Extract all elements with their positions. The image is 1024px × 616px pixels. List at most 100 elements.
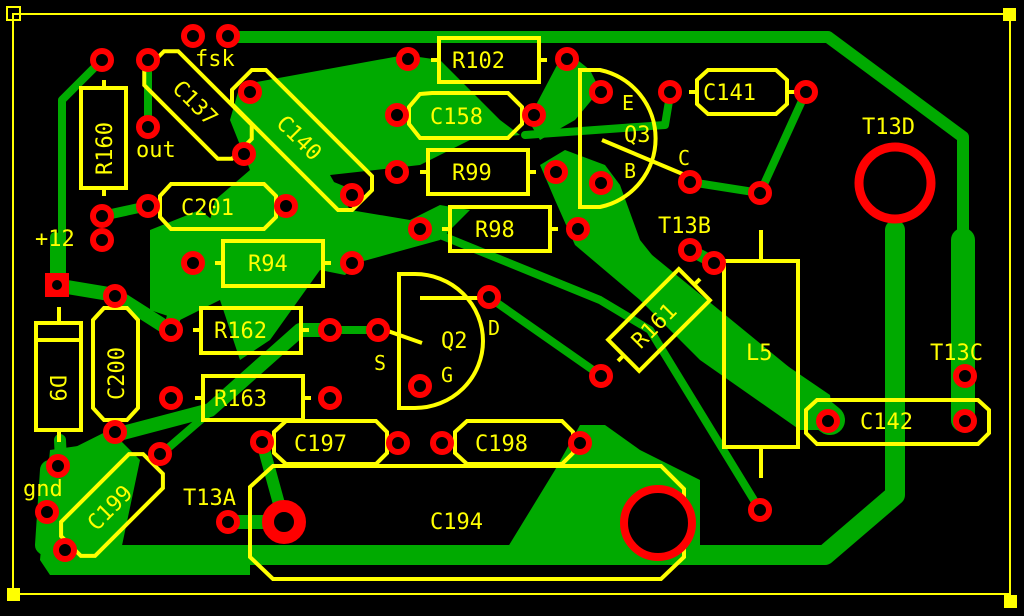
pad[interactable] [566,217,590,241]
pad[interactable] [318,386,342,410]
pad[interactable] [103,420,127,444]
capacitor-c197[interactable]: C197 [272,419,389,466]
pad[interactable] [250,430,274,454]
label-c141: C141 [703,81,756,106]
pad[interactable] [159,386,183,410]
pad[interactable] [136,48,160,72]
pad[interactable] [748,498,772,522]
pad[interactable] [159,318,183,342]
pad[interactable] [589,171,613,195]
pad[interactable] [216,510,240,534]
pad[interactable] [136,115,160,139]
corner-marker-tr [1003,8,1016,21]
pad[interactable] [181,251,205,275]
pin-q3-e: E [622,91,634,115]
capacitor-c158[interactable]: C158 [407,91,524,140]
pad[interactable] [340,183,364,207]
label-l5: L5 [746,341,773,366]
pad[interactable] [340,251,364,275]
label-t13c: T13C [930,341,983,366]
pad[interactable] [544,160,568,184]
pad[interactable] [702,251,726,275]
capacitor-c201[interactable]: C201 [158,182,278,231]
pad-large-c194[interactable] [620,485,696,561]
pad[interactable] [103,284,127,308]
pad[interactable] [232,142,256,166]
pad[interactable] [46,454,70,478]
pad[interactable] [589,364,613,388]
resistor-r94[interactable]: R94 [215,239,331,288]
pad[interactable] [678,238,702,262]
resistor-r162[interactable]: R162 [193,306,309,355]
silkscreen: R160 C137 C140 R102 C158 R99 [34,36,991,581]
label-c200: C200 [105,347,130,400]
label-d9: D9 [44,375,69,402]
pad[interactable] [136,194,160,218]
resistor-r163[interactable]: R163 [195,374,311,422]
pad[interactable] [816,409,840,433]
pad[interactable] [953,409,977,433]
capacitor-c141[interactable]: C141 [689,68,795,116]
net-label-plus12: +12 [35,227,75,252]
pad[interactable] [90,48,114,72]
pad[interactable] [589,80,613,104]
pin-q3-b: B [624,159,636,183]
pad[interactable] [148,442,172,466]
trace-d9 [48,255,197,337]
pad[interactable] [658,80,682,104]
board-outline [6,6,1017,608]
resistor-r160[interactable]: R160 [79,80,128,196]
pad[interactable] [522,103,546,127]
pad[interactable] [678,170,702,194]
pad[interactable] [794,80,818,104]
pad[interactable] [274,194,298,218]
pad[interactable] [386,431,410,455]
transistor-q3[interactable]: Q3 E B C [578,68,690,209]
pad[interactable] [477,285,501,309]
label-r163: R163 [214,387,267,412]
pads [35,24,977,562]
pad[interactable] [408,374,432,398]
pad[interactable] [396,47,420,71]
label-r94: R94 [248,252,288,277]
trace-r98 [419,224,764,514]
pad[interactable] [35,500,59,524]
resistor-r99[interactable]: R99 [420,148,536,196]
pad[interactable] [238,80,262,104]
resistor-r102[interactable]: R102 [431,36,547,84]
transistor-q2[interactable]: Q2 D S G [374,272,500,410]
pad[interactable] [318,318,342,342]
label-r98: R98 [475,218,515,243]
trace-q2d [486,294,604,379]
pad-large-t13d[interactable] [854,142,936,224]
pad-hole [52,280,62,290]
pad[interactable] [385,103,409,127]
capacitor-c198[interactable]: C198 [453,419,575,466]
pad[interactable] [748,181,772,205]
pad-large-t13a[interactable] [262,500,306,544]
pad[interactable] [385,160,409,184]
label-r162: R162 [214,319,267,344]
pad[interactable] [53,538,77,562]
pad[interactable] [366,318,390,342]
capacitor-c142[interactable]: C142 [804,398,991,446]
net-label-out: out [136,138,176,163]
resistor-r98[interactable]: R98 [442,205,558,253]
label-r99: R99 [452,161,492,186]
trace-t13d [35,220,905,565]
label-c198: C198 [475,432,528,457]
inductor-l5[interactable]: L5 [722,230,800,478]
capacitor-c194[interactable]: C194 [248,464,686,581]
pad[interactable] [953,364,977,388]
pad[interactable] [90,204,114,228]
pad[interactable] [216,24,240,48]
pad[interactable] [90,228,114,252]
pad[interactable] [408,217,432,241]
pad[interactable] [555,47,579,71]
pad[interactable] [430,431,454,455]
pad[interactable] [568,431,592,455]
pad[interactable] [181,24,205,48]
label-r160: R160 [93,122,118,175]
capacitor-c200[interactable]: C200 [91,306,140,422]
diode-d9[interactable]: D9 [34,307,83,442]
